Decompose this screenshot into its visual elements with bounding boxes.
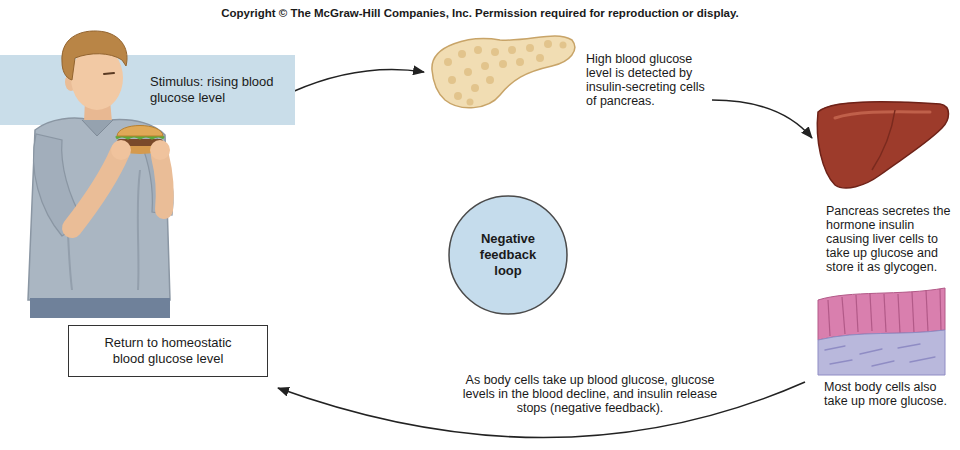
tissue-cells <box>828 289 941 336</box>
cycle-arrow <box>712 100 812 138</box>
node-label: Negative feedback loop <box>472 231 544 279</box>
liver-illustration <box>817 102 948 188</box>
pancreas-texture <box>444 40 567 106</box>
liver-lobe-line <box>872 110 895 170</box>
text-patch: As body cells take up blood glucose, glu… <box>463 373 717 415</box>
torso <box>28 118 170 300</box>
tissue-bottom-layer <box>818 330 945 375</box>
stimulus-box: Stimulus: rising blood glucose level <box>0 55 295 125</box>
pancreas-shape <box>432 36 575 108</box>
homeostasis-box: Return to homeostatic blood glucose leve… <box>68 325 268 377</box>
liver-shape <box>817 102 948 188</box>
tissue-fibres <box>825 344 935 366</box>
step-caption: High blood glucose level is detected by … <box>586 52 708 108</box>
copyright-notice: Copyright © The McGraw-Hill Companies, I… <box>0 6 960 20</box>
forearm <box>72 152 120 228</box>
pancreas-illustration <box>432 36 575 108</box>
step-caption: Most body cells also take up more glucos… <box>824 380 956 408</box>
hand <box>111 140 131 160</box>
pants <box>30 298 170 318</box>
person-eating-illustration <box>0 28 210 320</box>
node-label: Stimulus: rising blood glucose level <box>150 74 282 106</box>
burger-top-bun <box>117 126 163 137</box>
cycle-arrow <box>292 70 424 93</box>
hair <box>62 31 127 80</box>
forearm <box>160 156 165 210</box>
hand <box>150 140 170 160</box>
collar <box>82 120 113 136</box>
step-caption: Pancreas secretes the hormone insulin ca… <box>826 204 956 274</box>
arrow-caption: As body cells take up blood glucose, glu… <box>450 373 730 415</box>
node-label: Return to homeostatic blood glucose leve… <box>92 335 244 367</box>
tissue-illustration <box>818 288 945 375</box>
liver-highlight <box>835 112 930 118</box>
circle-shape <box>449 196 567 314</box>
feedback-circle: Negative feedback loop <box>448 195 568 315</box>
eye <box>104 73 114 74</box>
